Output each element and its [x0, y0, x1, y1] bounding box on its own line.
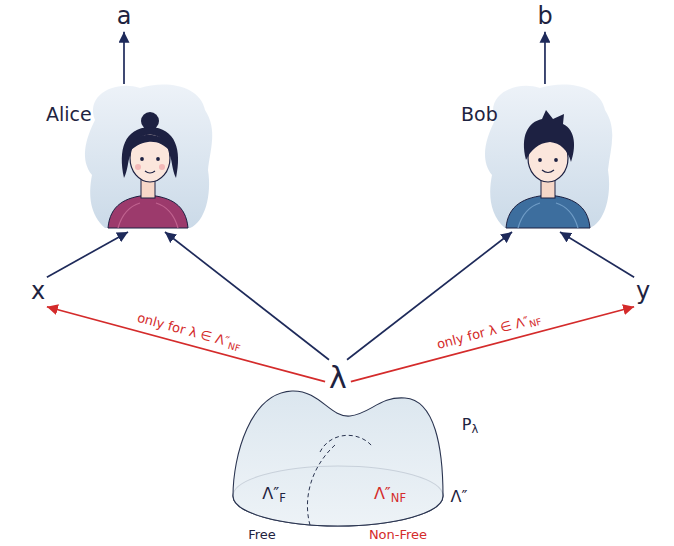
party-avatar: Alice	[40, 84, 215, 232]
text-part: Λ″	[374, 484, 391, 503]
arrow-connector	[560, 232, 634, 277]
subscript: NF	[227, 340, 242, 354]
arrow-connector	[47, 307, 325, 382]
arrow-connector	[165, 232, 329, 360]
output-symbol: a	[113, 2, 136, 32]
input-symbol: y	[632, 277, 654, 307]
subscript: NF	[528, 315, 543, 329]
set-label: Λ″	[451, 488, 468, 506]
variable-symbol: y	[636, 278, 650, 306]
condition-label: only for λ ∈ Λ″NF	[436, 311, 543, 353]
text-part: Λ″	[262, 484, 279, 503]
bob-avatar	[485, 84, 612, 228]
variable-symbol: x	[31, 278, 45, 306]
arrow-connector	[47, 232, 128, 277]
region-caption: Non-Free	[369, 528, 427, 543]
party-name: Bob	[461, 104, 498, 126]
arrow-connector	[123, 32, 125, 84]
region-label: Λ″F	[262, 485, 286, 503]
output-symbol: b	[533, 2, 556, 32]
subscript: F	[279, 491, 286, 505]
region-label: Λ″NF	[374, 485, 406, 503]
variable-symbol: a	[117, 3, 132, 31]
subscript: λ	[471, 422, 478, 436]
input-symbol: x	[27, 277, 49, 307]
arrow-connector	[544, 32, 546, 84]
party-name: Alice	[46, 104, 92, 126]
subscript: NF	[391, 491, 406, 505]
arrow-connector	[351, 307, 634, 382]
variable-symbol: λ	[329, 361, 347, 396]
variable-symbol: b	[537, 3, 552, 31]
arrow-connector	[347, 232, 512, 360]
distribution-figure	[233, 391, 443, 526]
alice-avatar	[85, 84, 212, 228]
text-part: P	[462, 415, 472, 434]
party-avatar: Bob	[455, 84, 630, 232]
distribution-label: Pλ	[462, 416, 478, 434]
condition-label: only for λ ∈ Λ″NF	[136, 311, 243, 353]
text-part: only for λ ∈ Λ″	[435, 313, 530, 352]
region-caption: Free	[248, 528, 276, 543]
hidden-variable: λ	[325, 360, 351, 397]
